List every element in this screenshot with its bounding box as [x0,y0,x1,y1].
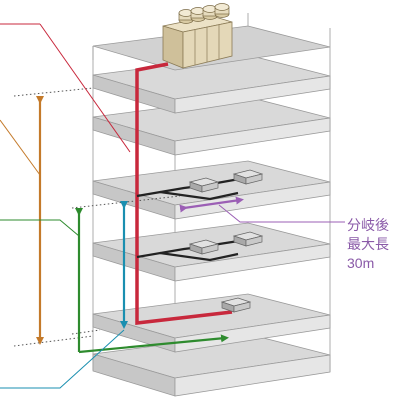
indoor-units [188,169,264,313]
floor-slab [92,96,331,156]
outdoor-unit-fan [214,3,230,18]
label-line-2: 最大長 [347,236,389,252]
label-line-1: 分岐後 [347,217,389,233]
red-leader-line-diagonal [39,23,131,153]
floor-slab [92,54,331,114]
label-line-3: 30m [347,255,375,271]
floor-slab [92,293,331,353]
floor-slab [92,160,331,220]
indoor-height-dimension [0,208,229,354]
outdoor-unit [162,3,233,69]
indoor-unit [232,169,264,185]
branch-length-dimension [179,196,345,223]
indoor-unit [188,177,220,193]
refrigerant-main-pipe [135,62,233,325]
indoor-unit [188,239,220,255]
reference-dotted-lines [13,87,181,347]
indoor-unit [232,231,264,247]
floor-slabs [92,54,331,397]
floor-slab [92,222,331,282]
branch-height-dimension [0,201,128,389]
indoor-unit [220,297,252,313]
branch-max-length-label: 分岐後 最大長 30m [347,216,413,273]
